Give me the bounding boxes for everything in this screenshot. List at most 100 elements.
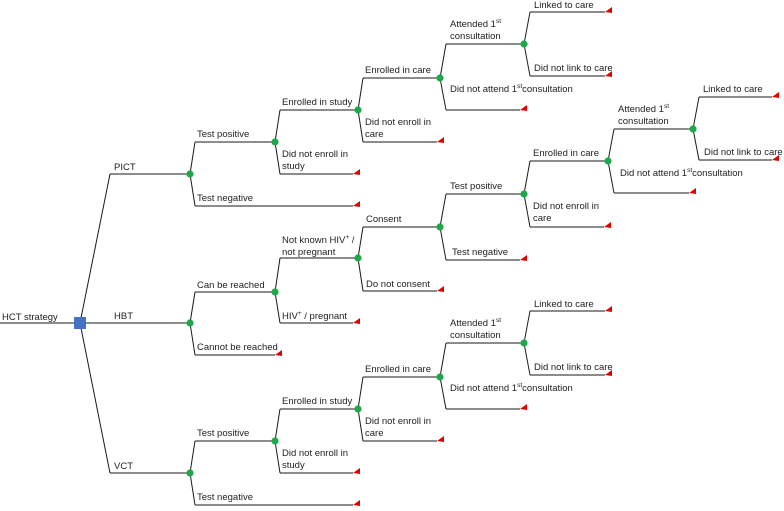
tree-edge — [357, 226, 364, 259]
tree-edge — [357, 408, 364, 442]
tree-edge — [79, 173, 111, 324]
vct-chance-enrolled-care — [436, 373, 444, 381]
vct-chance-test-positive — [271, 437, 279, 445]
pict-terminal-did-not-attend — [520, 105, 527, 111]
tree-nodes — [74, 7, 779, 506]
hbt-terminal-linked — [772, 92, 779, 98]
vct-did-not-link-label: Did not link to care — [534, 362, 613, 373]
pict-terminal-linked — [605, 7, 612, 13]
pict-linked-label: Linked to care — [534, 0, 594, 11]
hbt-chance-attended — [689, 125, 697, 133]
tree-edges — [0, 11, 772, 506]
tree-edge — [274, 291, 281, 324]
tree-edge — [439, 376, 447, 410]
tree-edge — [439, 226, 447, 261]
hbt-did-not-link-label: Did not link to care — [704, 147, 783, 158]
tree-edge — [523, 11, 531, 45]
tree-edge — [189, 472, 196, 506]
tree-edge — [274, 440, 281, 474]
tree-edge — [607, 160, 615, 194]
tree-edge — [189, 291, 196, 324]
tree-edge — [523, 342, 531, 376]
tree-edge — [274, 257, 281, 293]
pict-enrolled-study-label: Enrolled in study — [282, 97, 352, 108]
pict-terminal-not-enroll-study — [353, 169, 360, 175]
vct-terminal-linked — [605, 306, 612, 312]
tree-edge — [189, 322, 196, 356]
vct-terminal-not-enroll-care — [437, 436, 444, 442]
hbt-hiv-pregnant-label: HIV+ / pregnant — [282, 310, 347, 322]
hbt-linked-label: Linked to care — [703, 84, 763, 95]
hbt-terminal-did-not-attend — [689, 188, 696, 194]
hbt-terminal-do-not-consent — [437, 286, 444, 292]
strategy-label-pict: PICT — [114, 162, 136, 173]
pict-did-not-link-label: Did not link to care — [534, 63, 613, 74]
hbt-not-known-hiv-label: Not known HIV+ /not pregnant — [282, 234, 355, 258]
vct-terminal-not-enroll-study — [353, 468, 360, 474]
pict-terminal-test-negative — [353, 201, 360, 207]
pict-chance-test-positive — [271, 138, 279, 146]
vct-enrolled-care-label: Enrolled in care — [365, 364, 431, 375]
pict-test-negative-label: Test negative — [197, 193, 253, 204]
tree-edge — [439, 342, 447, 378]
tree-edge — [357, 77, 364, 111]
pict-enrolled-care-label: Enrolled in care — [365, 65, 431, 76]
hbt-chance-consent — [436, 223, 444, 231]
strategy-label-hbt: HBT — [114, 311, 133, 322]
pict-test-positive-label: Test positive — [197, 129, 249, 140]
vct-did-not-attend-label: Did not attend 1stconsultation — [450, 382, 573, 394]
hbt-chance-enrolled-care — [604, 157, 612, 165]
vct-terminal-did-not-link — [605, 370, 612, 376]
vct-terminal-test-negative — [353, 500, 360, 506]
pict-chance-strategy — [186, 170, 194, 178]
pict-chance-enrolled-study — [354, 106, 362, 114]
hbt-chance-not-known-hiv — [354, 254, 362, 262]
hbt-chance-reached — [271, 288, 279, 296]
hbt-chance-test-positive — [520, 190, 528, 198]
vct-test-negative-label: Test negative — [197, 492, 253, 503]
vct-enrolled-study-label: Enrolled in study — [282, 396, 352, 407]
tree-edge — [189, 141, 196, 175]
tree-edge — [189, 440, 196, 474]
hbt-test-positive-label: Test positive — [450, 181, 502, 192]
hbt-can-be-reached-label: Can be reached — [197, 280, 265, 291]
tree-edge — [692, 128, 700, 161]
hbt-terminal-did-not-link — [772, 155, 779, 161]
hbt-chance-strategy — [186, 319, 194, 327]
tree-edge — [274, 141, 281, 175]
hbt-do-not-consent-label: Do not consent — [366, 279, 430, 290]
hbt-terminal-hiv-pregnant — [353, 318, 360, 324]
vct-test-positive-label: Test positive — [197, 428, 249, 439]
tree-edge — [523, 193, 531, 228]
hbt-enrolled-care-label: Enrolled in care — [533, 148, 599, 159]
strategy-label-vct: VCT — [114, 461, 133, 472]
pict-terminal-not-enroll-care — [437, 137, 444, 143]
vct-chance-strategy — [186, 469, 194, 477]
tree-edge — [357, 376, 364, 410]
tree-edge — [274, 109, 281, 143]
tree-edge — [439, 193, 447, 228]
tree-edge — [607, 128, 615, 162]
hbt-terminal-not-enroll-care — [604, 222, 611, 228]
tree-edge — [357, 109, 364, 143]
hbt-consent-label: Consent — [366, 214, 402, 225]
hbt-did-not-attend-label: Did not attend 1stconsultation — [620, 167, 743, 179]
vct-terminal-did-not-attend — [520, 404, 527, 410]
pict-terminal-did-not-link — [605, 71, 612, 77]
hbt-test-negative-label: Test negative — [452, 247, 508, 258]
vct-chance-enrolled-study — [354, 405, 362, 413]
hbt-cannot-be-reached-label: Cannot be reached — [197, 342, 278, 353]
tree-edge — [189, 173, 196, 207]
tree-edge — [357, 257, 364, 292]
hct-strategy-decision-node — [74, 317, 86, 329]
pict-chance-attended — [520, 40, 528, 48]
